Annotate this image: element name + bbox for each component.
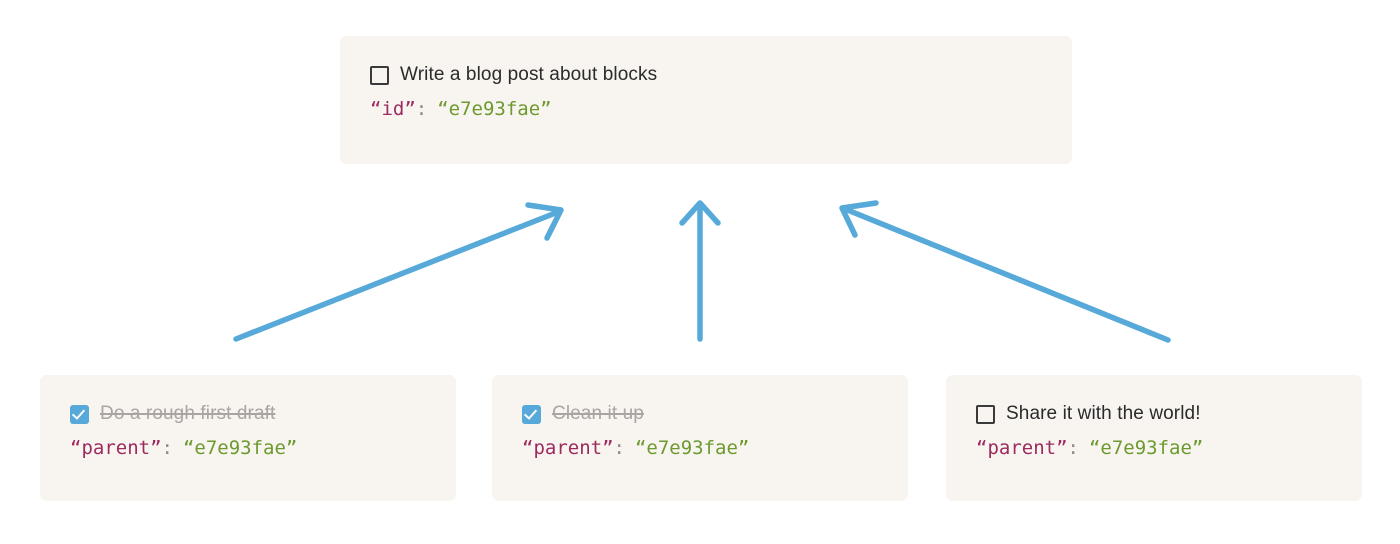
- checkbox-checked-icon[interactable]: [70, 404, 89, 424]
- child-task-card[interactable]: Share it with the world! “parent”: “e7e93…: [946, 375, 1362, 501]
- json-value: “e7e93fae”: [437, 98, 552, 120]
- json-value: “e7e93fae”: [182, 437, 298, 459]
- parent-task-card[interactable]: Write a blog post about blocks “id”: “e7e…: [340, 36, 1072, 164]
- json-key: “id”: [370, 98, 416, 120]
- json-key: “parent”: [70, 437, 162, 459]
- child-task-row: Clean it up: [522, 403, 644, 425]
- child-json-row: “parent”: “e7e93fae”: [522, 437, 749, 459]
- arrow-child1-to-parent: [233, 202, 564, 342]
- json-colon: :: [613, 437, 625, 459]
- json-colon: :: [161, 437, 173, 459]
- parent-task-row: Write a blog post about blocks: [370, 64, 657, 86]
- child-task-row: Do a rough first draft: [70, 403, 275, 425]
- child-task-card[interactable]: Do a rough first draft “parent”: “e7e93fa…: [40, 375, 456, 501]
- parent-task-label: Write a blog post about blocks: [400, 64, 658, 85]
- json-value: “e7e93fae”: [1088, 437, 1204, 459]
- arrow-child2-to-parent: [679, 200, 721, 342]
- child-json-row: “parent”: “e7e93fae”: [70, 437, 297, 459]
- checkbox-empty-icon[interactable]: [976, 404, 995, 424]
- json-key: “parent”: [522, 437, 614, 459]
- json-key: “parent”: [976, 437, 1068, 459]
- checkbox-checked-icon[interactable]: [522, 404, 541, 424]
- arrow-child3-to-parent: [839, 200, 1171, 343]
- child-task-label: Share it with the world!: [1006, 403, 1201, 424]
- parent-json-row: “id”: “e7e93fae”: [370, 98, 552, 120]
- child-task-card[interactable]: Clean it up “parent”: “e7e93fae”: [492, 375, 908, 501]
- child-task-label: Do a rough first draft: [100, 403, 276, 424]
- json-value: “e7e93fae”: [634, 437, 750, 459]
- child-task-label: Clean it up: [552, 403, 644, 424]
- child-task-row: Share it with the world!: [976, 403, 1201, 425]
- json-colon: :: [415, 98, 428, 120]
- child-json-row: “parent”: “e7e93fae”: [976, 437, 1203, 459]
- checkbox-empty-icon[interactable]: [370, 65, 389, 85]
- json-colon: :: [1067, 437, 1079, 459]
